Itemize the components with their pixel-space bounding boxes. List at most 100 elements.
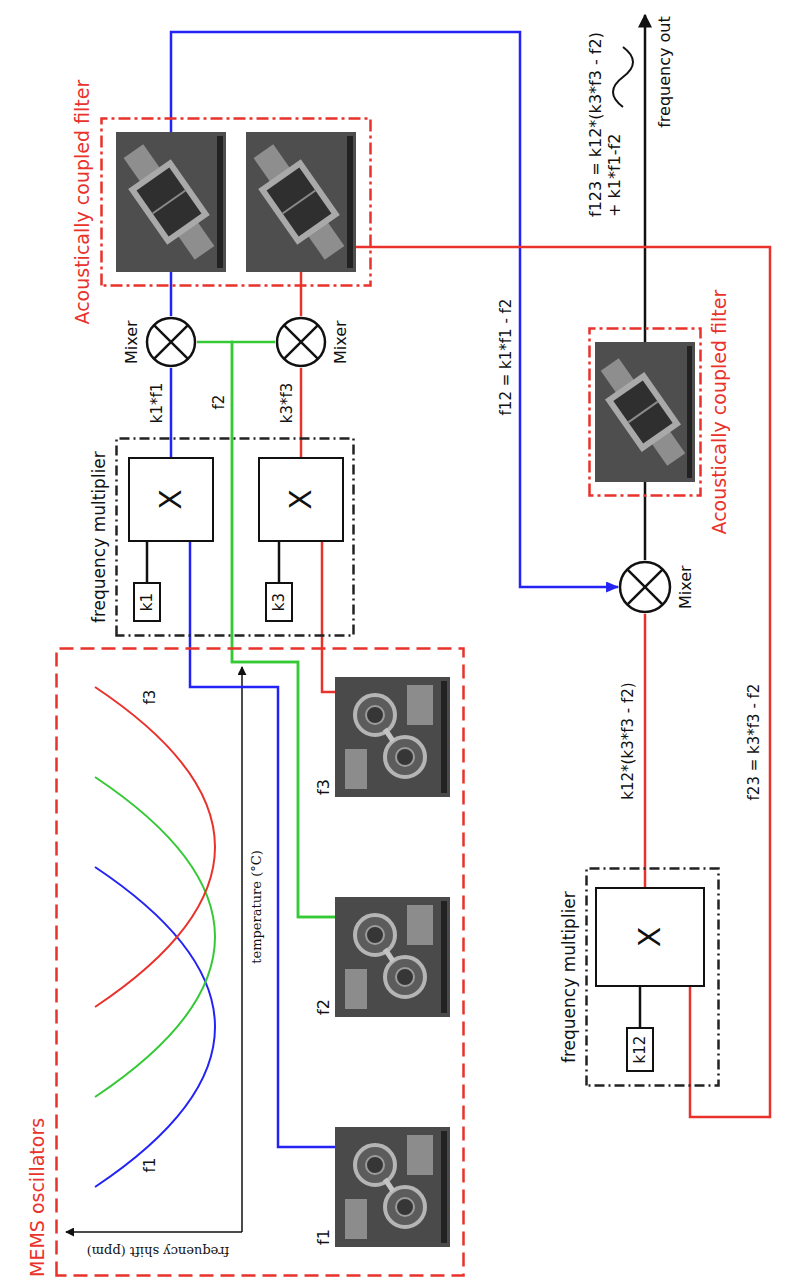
factor-box-outline [134, 583, 160, 621]
multiplier-box-outline [129, 458, 213, 541]
filter-micrograph [628, 402, 657, 423]
signal-label: f2 [210, 392, 228, 413]
filter-micrograph [128, 159, 210, 245]
filter-group-outline [102, 119, 371, 286]
filter-micrograph [595, 342, 695, 482]
group-heading: Acoustically coupled filter [708, 290, 731, 535]
filter-lead [171, 117, 645, 497]
signal-label: f23 = k3*f3 - f2 [745, 681, 763, 804]
factor-box-outline [627, 1028, 653, 1071]
oscillator-micrograph [335, 677, 450, 797]
mems-oscillator: f3 [335, 677, 450, 797]
oscillator-region-outline [57, 649, 464, 1276]
filter-micrograph [112, 132, 226, 272]
signal-wire [171, 32, 618, 587]
filter-micrograph [246, 132, 356, 272]
filter-micrograph [613, 380, 672, 443]
signal-wire [322, 542, 335, 692]
filter-micrograph [267, 168, 332, 237]
mixer-cross [284, 325, 318, 359]
box-label: X [153, 489, 189, 510]
filter-micrograph [116, 132, 226, 272]
output-arrow [644, 15, 647, 327]
multiplier-box-outline [596, 888, 704, 986]
output-label: frequency out [655, 16, 674, 128]
oscillator-micrograph [385, 737, 425, 777]
multiplier-box: X [595, 887, 705, 987]
mixer-symbol: Mixer [275, 316, 327, 368]
multiplier-group-outline [587, 869, 719, 1086]
mixer-cross [627, 569, 662, 604]
mixer-symbol: Mixer [618, 560, 672, 614]
oscillator-micrograph [366, 926, 384, 944]
sine-wave-symbol [613, 47, 633, 107]
oscillator-micrograph [355, 915, 395, 955]
axis-label: frequency shift (ppm) [87, 1243, 230, 1259]
filter-micrograph [217, 136, 223, 268]
oscillator-micrograph [385, 949, 393, 961]
box-label: X [632, 927, 668, 948]
oscillator-micrograph [396, 1198, 414, 1216]
oscillator-micrograph [366, 1156, 384, 1174]
axis-label: temperature (°C) [249, 850, 265, 963]
factor-box: k12 [626, 1027, 654, 1072]
signal-wire [146, 542, 149, 582]
signal-wire [639, 987, 642, 1027]
multiplier-group: k1Xk3Xfrequency multiplier [115, 437, 355, 637]
group-heading: MEMS oscillators [26, 1118, 49, 1277]
oscillator-micrograph [385, 1187, 425, 1227]
signal-wire [170, 287, 173, 316]
multiplier-box: X [128, 457, 214, 542]
temperature-chart [66, 667, 242, 1232]
node-label: f2 [314, 999, 333, 1015]
box-label: k3 [270, 593, 288, 611]
filter-micrograph [254, 144, 345, 259]
filter-micrograph [124, 144, 215, 259]
signal-wire [644, 614, 647, 887]
filter-micrograph [590, 342, 696, 482]
oscillator-micrograph [407, 685, 433, 725]
mems-oscillator: f1 [335, 1127, 450, 1247]
output-formula: f123 = k12*(k3*f3 - f2) + k1*f1-f2 [586, 23, 624, 217]
signal-wire [278, 542, 281, 582]
filter-micrograph [283, 191, 316, 214]
filter-group-outline [590, 329, 701, 496]
mixer-cross [154, 325, 188, 359]
oscillator-micrograph [385, 1179, 393, 1191]
filter-micrograph [590, 351, 696, 474]
mixer-cross [627, 569, 662, 604]
curve-label: f3 [141, 690, 159, 705]
mems-oscillator: f2 [335, 897, 450, 1017]
oscillator-micrograph [441, 901, 447, 1013]
mixer-symbol-outline [145, 316, 197, 368]
oscillator-micrograph [355, 695, 395, 735]
mixer-circle [147, 318, 195, 366]
oscillator-micrograph [396, 748, 414, 766]
node-label: Mixer [676, 565, 695, 609]
signal-wire [300, 287, 303, 316]
filter-micrograph [137, 168, 202, 237]
signal-label: k3*f3 [278, 380, 296, 427]
filter-micrograph [242, 132, 356, 272]
group-heading: frequency multiplier [559, 891, 579, 1063]
temperature-chart [66, 1231, 242, 1233]
signal-wire [372, 247, 770, 1117]
filter-group: Acoustically coupled filter [588, 327, 702, 497]
box-label: k12 [631, 1036, 649, 1064]
filter-group-outline [100, 117, 372, 287]
signal-wire [300, 368, 303, 457]
oscillator-micrograph [441, 681, 447, 793]
oscillator-micrograph [407, 905, 433, 945]
node-label: Mixer [122, 320, 141, 364]
mixer-circle [620, 562, 670, 612]
filter-micrograph [153, 191, 186, 214]
group-heading: Acoustically coupled filter [71, 80, 94, 325]
mixer-cross [284, 325, 318, 359]
filter-micrograph [112, 136, 226, 267]
signal-wire [190, 542, 335, 1147]
oscillator-micrograph [345, 1199, 367, 1239]
mixer-symbol-outline [618, 560, 672, 614]
multiplier-group-outline [117, 439, 354, 636]
